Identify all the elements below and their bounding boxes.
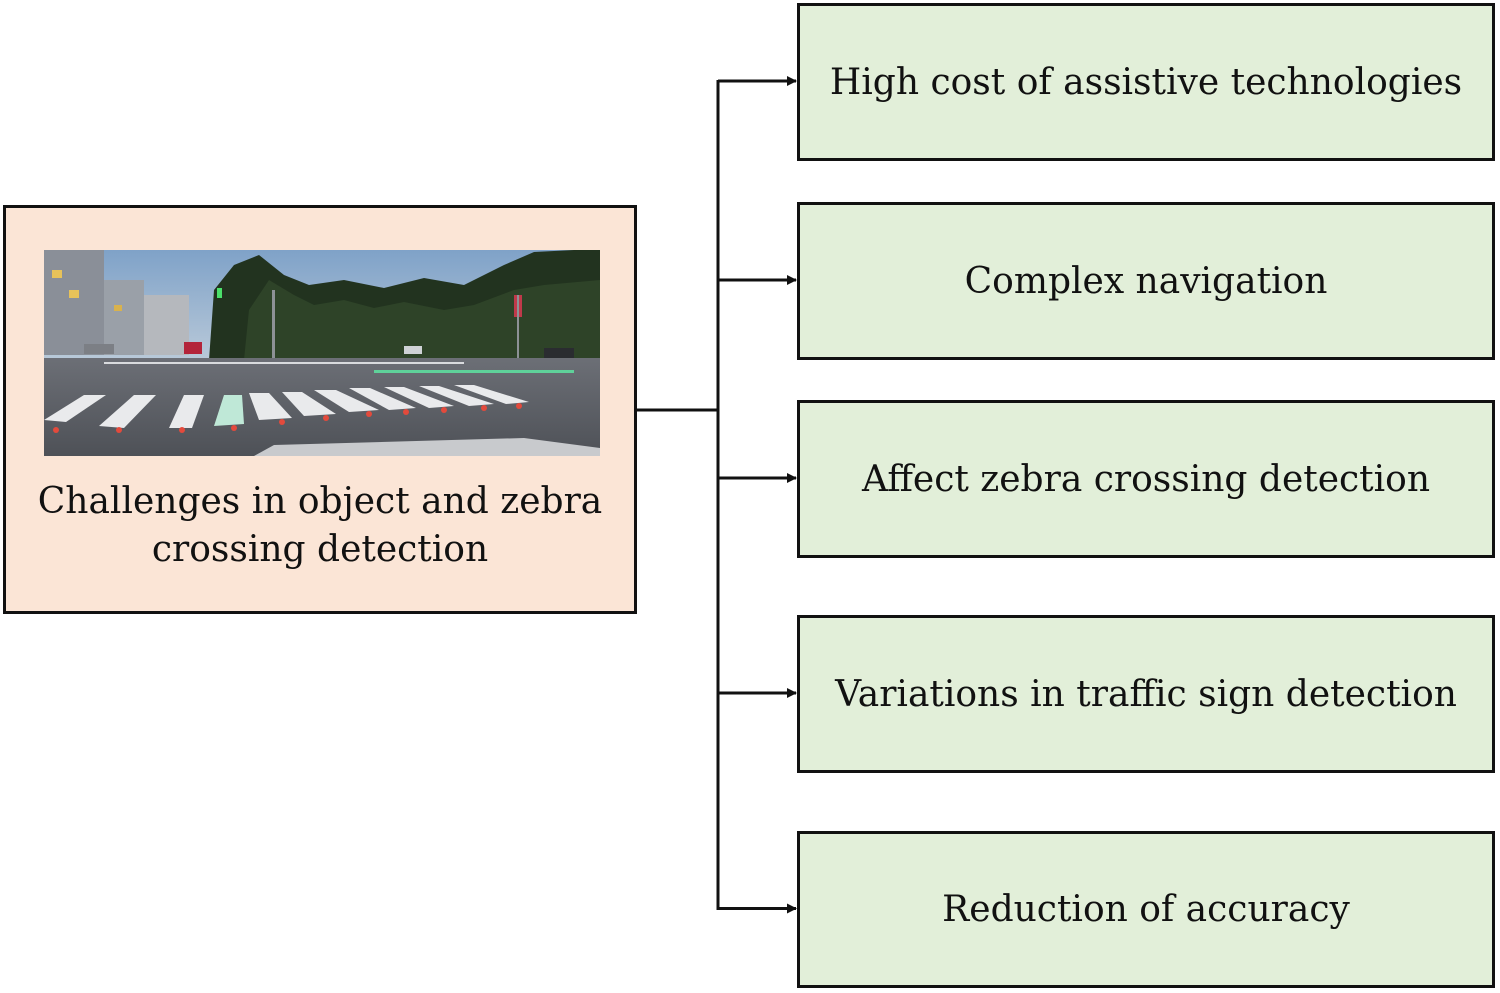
- street-zebra-crossing-photo: [44, 250, 600, 456]
- target-box-3: Affect zebra crossing detection: [797, 400, 1495, 558]
- target-label: Complex navigation: [964, 260, 1328, 302]
- target-label: Variations in traffic sign detection: [835, 673, 1457, 715]
- target-label: Affect zebra crossing detection: [861, 458, 1431, 500]
- target-box-1: High cost of assistive technologies: [797, 3, 1495, 161]
- target-box-4: Variations in traffic sign detection: [797, 615, 1495, 773]
- target-label: Reduction of accuracy: [942, 889, 1350, 930]
- target-label: High cost of assistive technologies: [829, 61, 1463, 103]
- source-label: Challenges in object and zebra crossing …: [37, 481, 603, 570]
- target-box-5: Reduction of accuracy: [797, 831, 1495, 988]
- target-box-2: Complex navigation: [797, 202, 1495, 360]
